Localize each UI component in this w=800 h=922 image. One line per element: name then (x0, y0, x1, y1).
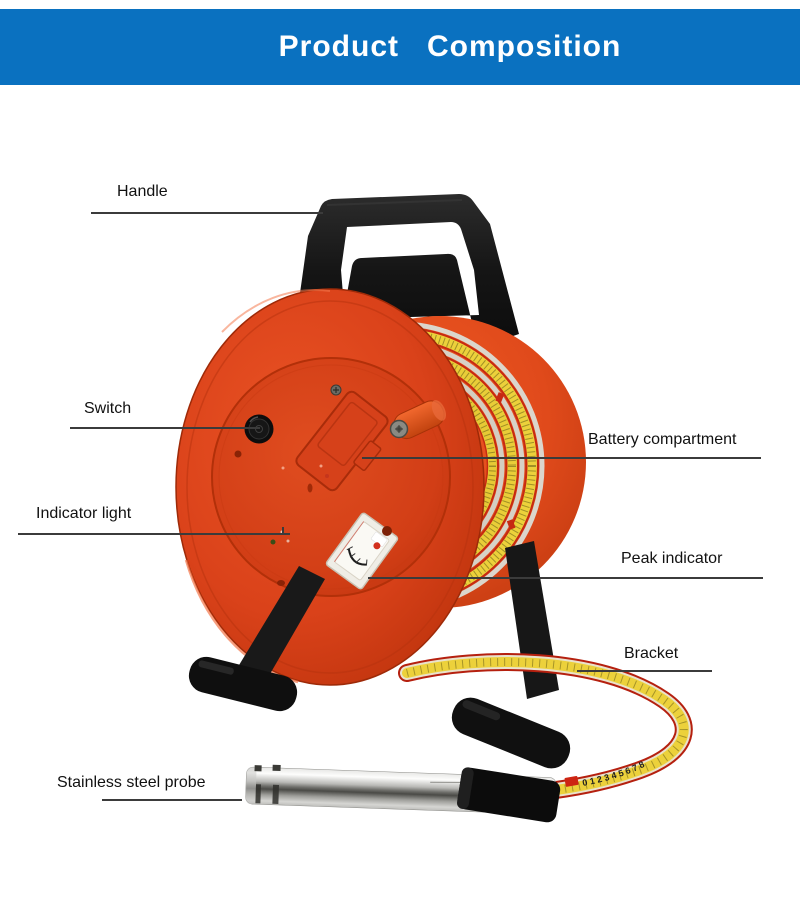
switch-label: Switch (84, 400, 132, 417)
probe-cable-sleeve (457, 767, 561, 823)
indicator-light-label: Indicator light (36, 505, 132, 522)
bracket-label: Bracket (624, 645, 679, 662)
crank-knob (389, 400, 447, 440)
stainless-steel-probe (245, 764, 561, 823)
handle-callout-line (91, 212, 323, 214)
battery-compartment-label: Battery compartment (588, 431, 737, 448)
peak-indicator-label: Peak indicator (621, 550, 723, 567)
battery-cover (295, 390, 389, 492)
bracket-callout-line (577, 670, 712, 672)
switch-knob (244, 414, 274, 444)
peak-indicator-callout-line (368, 577, 763, 579)
indicator-light-callout-line (18, 533, 290, 535)
header-banner: Product Composition (0, 9, 800, 85)
page-title: Product Composition (278, 30, 622, 63)
battery-compartment-callout-line (362, 457, 761, 459)
peak-indicator-gauge (325, 512, 399, 590)
tape-cable: 0 1 2 3 4 5 6 7 8 (398, 653, 693, 799)
indicator-light-callout-tick (282, 527, 284, 534)
handle-label: Handle (117, 183, 168, 200)
switch-callout-line (70, 427, 260, 429)
probe-callout-line (102, 799, 242, 801)
screw (330, 384, 342, 396)
bracket-left-leg (188, 566, 325, 712)
probe-label: Stainless steel probe (57, 774, 206, 791)
